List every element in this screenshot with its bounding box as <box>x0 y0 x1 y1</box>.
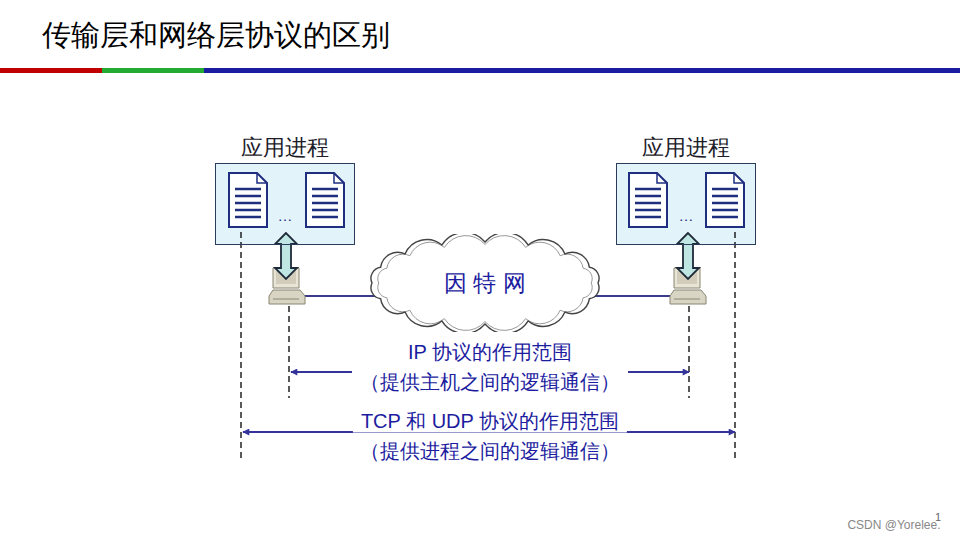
scope-label: （提供进程之间的逻辑通信） <box>352 440 628 463</box>
box-fill <box>215 163 355 245</box>
watermark: CSDN @Yorelee. <box>847 519 940 533</box>
cloud-label: 因 特 网 <box>444 268 526 299</box>
document-icon <box>629 173 667 227</box>
document-icon <box>229 173 267 227</box>
process-box: 应用进程 <box>616 163 756 245</box>
title-bar-blue <box>204 68 960 73</box>
ellipsis: … <box>679 207 694 224</box>
double-arrow <box>275 233 297 279</box>
double-arrow <box>677 233 699 279</box>
document-icon <box>306 173 344 227</box>
document-icon <box>706 173 744 227</box>
scope-label: TCP 和 UDP 协议的作用范围 <box>353 410 627 433</box>
scope-label: IP 协议的作用范围 <box>400 341 580 364</box>
internet-cloud: 因 特 网 <box>362 234 608 332</box>
slide-title: 传输层和网络层协议的区别 <box>42 16 390 56</box>
process-box: 应用进程 <box>215 163 355 245</box>
title-bar-green <box>102 68 204 73</box>
box-heading: 应用进程 <box>642 133 730 163</box>
dashed-guides <box>241 232 735 462</box>
box-heading: 应用进程 <box>241 133 329 163</box>
ellipsis: … <box>278 207 293 224</box>
title-bar-red <box>0 68 102 73</box>
scope-label: （提供主机之间的逻辑通信） <box>352 371 628 394</box>
